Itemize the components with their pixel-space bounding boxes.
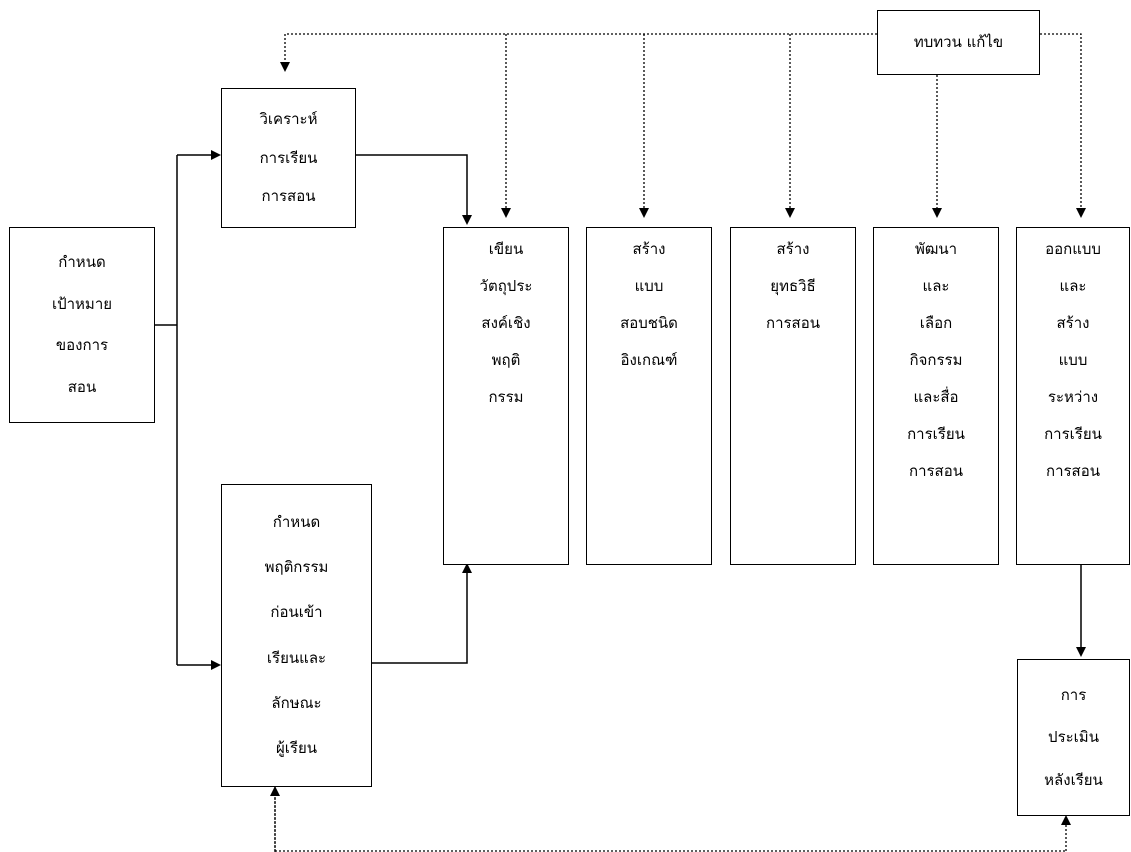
formative-box: ออกแบบและสร้างแบบระหว่างการเรียนการสอน: [1016, 227, 1130, 565]
feedback-lines: [270, 33, 1086, 852]
test-text-line: แบบ: [634, 277, 664, 295]
formative-text-line: การสอน: [1046, 462, 1100, 480]
objective-text-line: กรรม: [488, 388, 524, 406]
entry-text-line: ผู้เรียน: [275, 738, 317, 757]
activity-text-line: และ: [922, 277, 950, 295]
formative-text-line: การเรียน: [1044, 425, 1102, 443]
test-text-line: สอบชนิด: [620, 314, 678, 332]
flow-lines: [155, 150, 1086, 670]
formative-text-line: สร้าง: [1056, 314, 1090, 332]
strategy-text-line: ยุทธวิธี: [770, 277, 816, 295]
entry-text-line: เรียนและ: [266, 648, 327, 667]
test-text-line: อิงเกณฑ์: [620, 351, 678, 369]
feedback-to-formative: [1040, 33, 1086, 218]
arrow-analyze-to-objective: [356, 154, 472, 225]
entry-text-line: ลักษณะ: [271, 693, 322, 712]
activity-text-line: การเรียน: [907, 425, 965, 443]
entry-box: กำหนดพฤติกรรมก่อนเข้าเรียนและลักษณะผู้เร…: [221, 484, 372, 787]
strategy-box: สร้างยุทธวิธีการสอน: [730, 227, 856, 565]
summative-box: การประเมินหลังเรียน: [1017, 659, 1130, 816]
objective-box: เขียนวัตถุประสงค์เชิงพฤติกรรม: [443, 227, 569, 565]
activity-text-line: กิจกรรม: [909, 351, 963, 369]
analyze-text-line: การเรียน: [259, 148, 318, 167]
analyze-text-line: วิเคราะห์: [259, 110, 318, 129]
arrow-entry-to-objective: [372, 563, 472, 664]
test-box: สร้างแบบสอบชนิดอิงเกณฑ์: [586, 227, 712, 565]
formative-text-line: ระหว่าง: [1047, 388, 1099, 406]
goal-text-line: กำหนด: [58, 252, 106, 271]
activity-text-line: การสอน: [909, 462, 963, 480]
entry-text-line: กำหนด: [272, 513, 321, 532]
activity-text-line: เลือก: [919, 314, 953, 332]
formative-text-line: แบบ: [1058, 351, 1088, 369]
activity-box: พัฒนาและเลือกกิจกรรมและสื่อการเรียนการสอ…: [873, 227, 999, 565]
entry-text-line: พฤติกรรม: [264, 558, 329, 577]
activity-text-line: และสื่อ: [913, 388, 959, 406]
summative-text-line: หลังเรียน: [1044, 770, 1103, 789]
strategy-text-line: การสอน: [766, 314, 820, 332]
review-box: ทบทวน แก้ไข: [877, 10, 1040, 75]
activity-text-line: พัฒนา: [914, 240, 958, 258]
objective-text-line: เขียน: [488, 240, 524, 258]
objective-text-line: วัตถุประ: [479, 277, 533, 295]
analyze-box: วิเคราะห์การเรียนการสอน: [221, 88, 356, 228]
formative-text-line: และ: [1059, 277, 1087, 295]
test-text-line: สร้าง: [632, 240, 666, 258]
strategy-text-line: สร้าง: [776, 240, 810, 258]
summative-text-line: ประเมิน: [1048, 728, 1099, 746]
goal-text-line: สอน: [67, 378, 97, 397]
goal-box: กำหนดเป้าหมายของการสอน: [9, 227, 155, 423]
analyze-text-line: การสอน: [261, 186, 316, 205]
entry-text-line: ก่อนเข้า: [270, 603, 323, 622]
objective-text-line: สงค์เชิง: [481, 314, 531, 332]
goal-text-line: ของการ: [55, 336, 109, 355]
review-text-line: ทบทวน แก้ไข: [913, 33, 1004, 51]
summative-text-line: การ: [1060, 685, 1087, 704]
feedback-top-line: [280, 33, 877, 72]
objective-text-line: พฤติ: [491, 351, 521, 369]
goal-text-line: เป้าหมาย: [51, 294, 113, 313]
formative-text-line: ออกแบบ: [1045, 240, 1101, 258]
